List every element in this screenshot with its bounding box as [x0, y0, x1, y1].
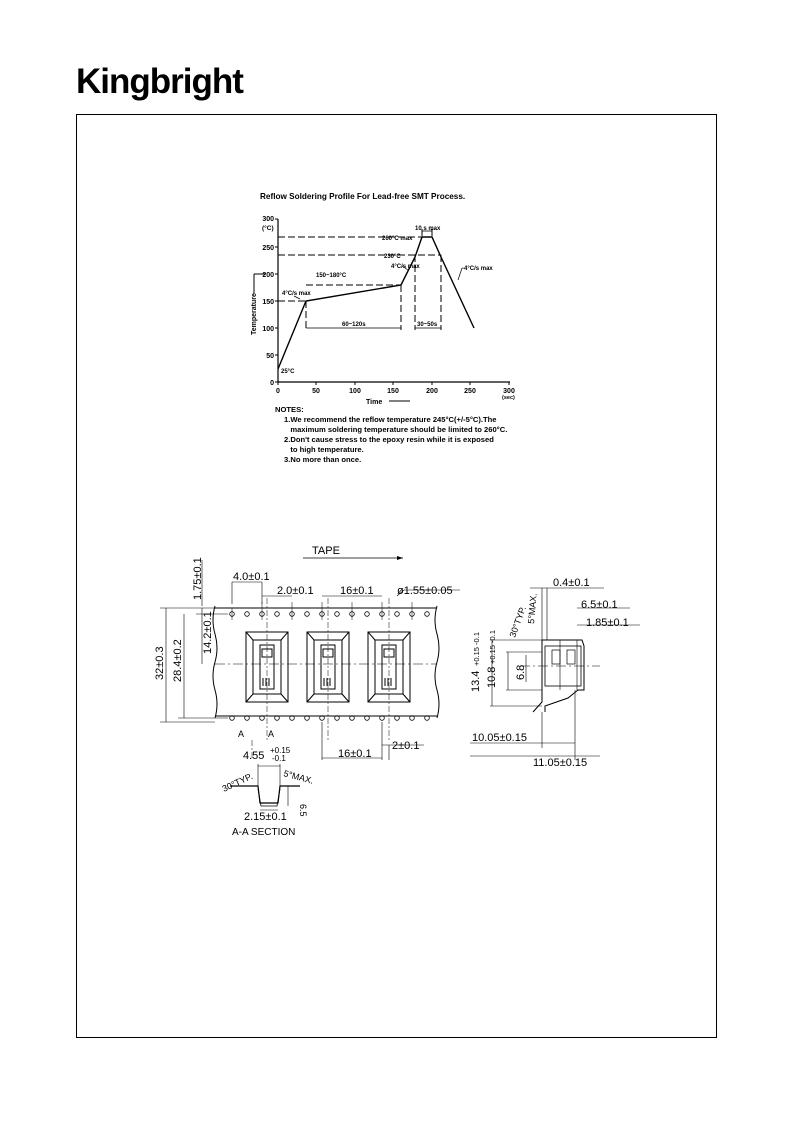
side-view: 0.4±0.1 6.5±0.1 1.85±0.1 30°TYP. 5°MAX. … — [470, 577, 640, 769]
dim-2: 2.0±0.1 — [277, 585, 314, 597]
note-line: 2.Don't cause stress to the epoxy resin … — [284, 435, 494, 444]
dim-13-4-tol: +0.15 -0.1 — [472, 632, 481, 666]
x-ticks — [277, 382, 510, 385]
x-tick-label: 50 — [312, 388, 320, 395]
x-tick-label: 0 — [276, 388, 280, 395]
y-tick-label: 0 — [270, 380, 274, 387]
dim-4-55-tol-plus: +0.15 — [270, 746, 291, 755]
annot-above-230: 30~50s — [417, 322, 438, 328]
angle-30-typ-side: 30°TYP. — [507, 605, 528, 639]
dim-0-4: 0.4±0.1 — [553, 577, 590, 589]
note-line: 1.We recommend the reflow temperature 24… — [284, 415, 497, 424]
annot-soak-range: 150~180°C — [316, 273, 347, 279]
dim-1-75: 1.75±0.1 — [192, 557, 204, 600]
angle-30-typ: 30°TYP. — [221, 771, 255, 794]
section-label: A-A SECTION — [232, 827, 295, 838]
y-ticks — [275, 218, 278, 383]
tape-left-edge — [212, 605, 218, 719]
note-line: 3.No more than once. — [284, 455, 362, 464]
note-line: to high temperature. — [284, 445, 364, 454]
x-tick-label: 250 — [464, 388, 476, 395]
annot-ramp-up-1: 4°C/s max — [282, 291, 311, 297]
tape-right-edge — [434, 605, 440, 719]
annot-ramp-down: -4°C/s max — [462, 266, 493, 272]
y-tick-label: 150 — [262, 299, 274, 306]
tape-drawing: TAPE — [154, 545, 460, 838]
y-unit: (°C) — [262, 224, 274, 232]
reference-lines — [278, 229, 442, 330]
x-tick-label: 150 — [387, 388, 399, 395]
annot-peak-temp: 260°C max — [382, 236, 413, 242]
section-mark-a-right: A — [268, 729, 274, 739]
note-line: maximum soldering temperature should be … — [284, 425, 508, 434]
dim-6-5-side: 6.5±0.1 — [581, 599, 618, 611]
dim-16-bottom: 16±0.1 — [338, 748, 372, 760]
y-tick-label: 50 — [266, 353, 274, 360]
y-tick-label: 250 — [262, 245, 274, 252]
x-tick-label: 100 — [349, 388, 361, 395]
angle-5-max: 5°MAX. — [282, 768, 314, 786]
reflow-profile-line — [277, 236, 475, 370]
dim-2-bottom: 2±0.1 — [392, 740, 419, 752]
annot-230: 230°C — [384, 254, 401, 260]
y-tick-label: 300 — [262, 216, 274, 223]
angle-5-max-side: 5°MAX. — [526, 593, 539, 624]
annot-start-temp: 25°C — [281, 369, 295, 375]
annot-peak-time: 10 s max — [415, 226, 441, 232]
x-unit: (sec) — [502, 395, 515, 401]
reflow-chart: Reflow Soldering Profile For Lead-free S… — [251, 192, 515, 406]
dim-10-8: 10.8 — [486, 667, 498, 688]
sprocket-holes-top — [229, 611, 430, 617]
dim-4-55-tol-minus: -0.1 — [272, 754, 286, 763]
dim-1-85: 1.85±0.1 — [586, 617, 629, 629]
annot-ramp-up-2: 4°C/s max — [391, 264, 420, 270]
brand-logo: Kingbright — [76, 62, 244, 101]
tape-title: TAPE — [312, 545, 340, 557]
notes-heading: NOTES: — [275, 405, 304, 414]
content-frame — [76, 114, 717, 1038]
x-tick-label: 300 — [503, 388, 515, 395]
notes-block: NOTES: 1.We recommend the reflow tempera… — [275, 405, 507, 465]
section-mark-a-left: A — [238, 729, 244, 739]
a-a-section: 4.55 +0.15 -0.1 30°TYP. 5°MAX. 6.5 2.15±… — [221, 746, 315, 838]
dim-6-8: 6.8 — [515, 665, 527, 680]
reflow-title: Reflow Soldering Profile For Lead-free S… — [260, 192, 465, 201]
dim-14-2: 14.2±0.1 — [202, 611, 214, 654]
annot-soak-time: 60~120s — [342, 322, 366, 328]
sprocket-holes-bottom — [229, 715, 430, 721]
x-axis-label: Time — [366, 399, 382, 406]
dim-2-15: 2.15±0.1 — [244, 811, 287, 823]
dim-28-4: 28.4±0.2 — [172, 639, 184, 682]
dim-13-4: 13.4 — [470, 671, 482, 692]
dim-11-05: 11.05±0.15 — [533, 757, 587, 769]
y-tick-label: 200 — [262, 272, 274, 279]
dim-32: 32±0.3 — [154, 646, 166, 680]
dim-hole: ø1.55±0.05 — [397, 585, 453, 597]
dim-16: 16±0.1 — [340, 585, 374, 597]
dim-4-55: 4.55 — [243, 750, 264, 762]
x-tick-label: 200 — [426, 388, 438, 395]
dim-10-05: 10.05±0.15 — [472, 732, 527, 744]
dim-pitch-4: 4.0±0.1 — [233, 571, 270, 583]
dim-10-8-tol: +0.15 -0.1 — [488, 630, 497, 664]
y-tick-label: 100 — [262, 326, 274, 333]
y-axis-label: Temperature — [251, 293, 258, 335]
dim-6-5: 6.5 — [298, 804, 308, 817]
